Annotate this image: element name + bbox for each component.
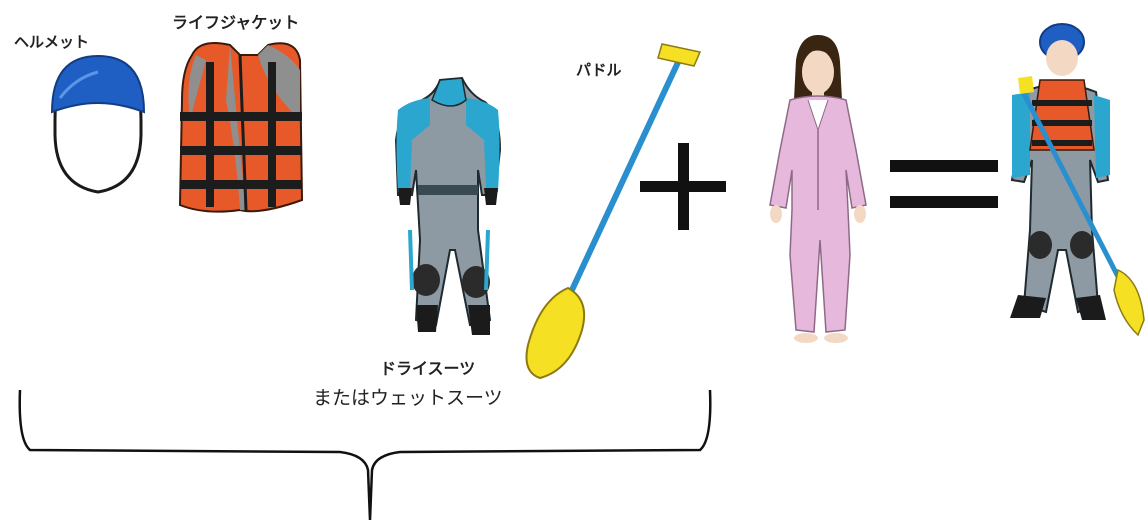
helmet-icon [50,54,146,194]
dry-suit-label: ドライスーツ [380,359,475,378]
life-jacket-label: ライフジャケット [172,13,299,32]
helmet-label: ヘルメット [14,33,89,51]
life-jacket-icon [178,42,304,213]
paddle-label: パドル [576,61,621,79]
plus-sign [640,143,726,230]
curly-brace-icon [18,389,712,521]
paddle-icon [525,43,702,380]
person-icon [769,35,867,343]
rafter-icon [1010,23,1145,337]
wet-suit-label: またはウェットスーツ [313,387,503,409]
equals-sign [890,160,998,208]
dry-suit-icon [394,76,502,335]
